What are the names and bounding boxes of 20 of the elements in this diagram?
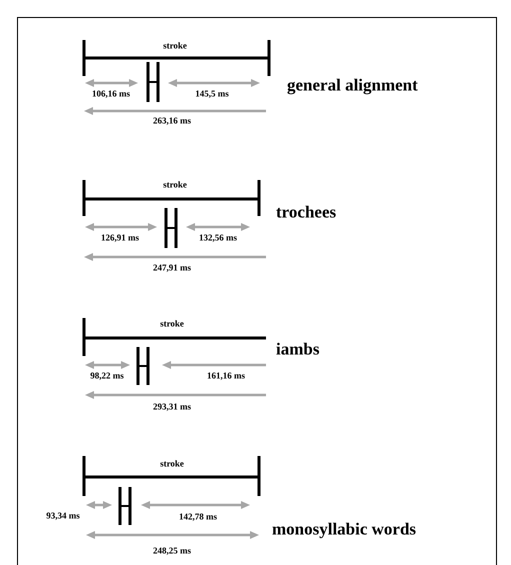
stroke-label: stroke	[160, 460, 184, 468]
condition-label: general alignment	[287, 76, 418, 94]
condition-label: trochees	[276, 204, 336, 220]
duration-label: 293,31 ms	[153, 402, 191, 412]
stroke-label: stroke	[163, 180, 187, 190]
duration-label: 161,16 ms	[207, 372, 245, 380]
duration-label: 126,91 ms	[101, 234, 139, 242]
duration-label: 93,34 ms	[46, 512, 80, 520]
stroke-label: stroke	[163, 42, 187, 50]
duration-label: 145,5 ms	[195, 90, 229, 98]
condition-label: monosyllabic words	[272, 520, 416, 538]
duration-label: 98,22 ms	[90, 372, 124, 380]
duration-label: 142,78 ms	[179, 512, 217, 522]
duration-label: 132,56 ms	[199, 234, 237, 242]
condition-label: iambs	[276, 340, 320, 358]
duration-label: 247,91 ms	[153, 264, 191, 272]
duration-label: 248,25 ms	[153, 546, 191, 556]
duration-label: 106,16 ms	[92, 90, 130, 98]
duration-label: 263,16 ms	[153, 116, 191, 126]
stroke-label: stroke	[160, 320, 184, 328]
